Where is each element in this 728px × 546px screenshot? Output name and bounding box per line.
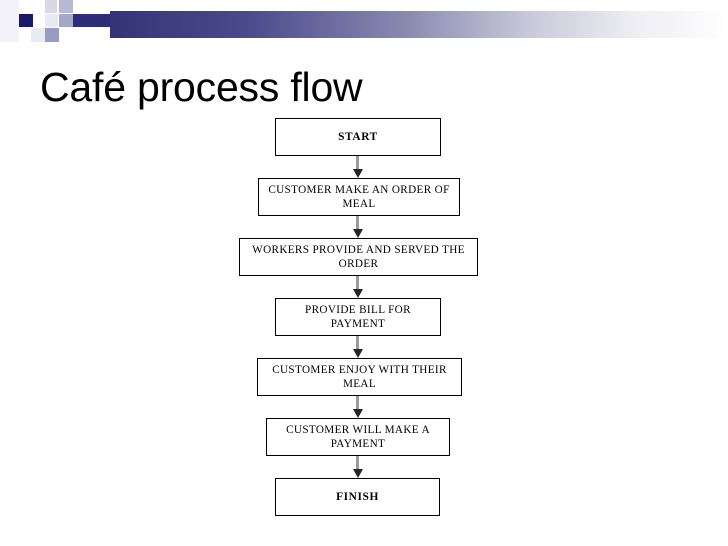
flow-node-serve: WORKERS PROVIDE AND SERVED THE ORDER: [239, 238, 478, 276]
square-medium-lower: [45, 28, 59, 42]
square-medium-upper: [59, 0, 73, 13]
square-medium-mid: [59, 14, 73, 27]
square-dark-small: [19, 14, 33, 27]
flow-connector-payment-to-finish: [356, 456, 359, 469]
process-flow-diagram: START CUSTOMER MAKE AN ORDER OF MEAL WORKE…: [0, 112, 728, 532]
flow-connector-start-to-order: [356, 156, 359, 169]
flow-node-start: START: [275, 118, 441, 156]
flow-node-label-order: CUSTOMER MAKE AN ORDER OF MEAL: [268, 184, 450, 210]
square-pale-left: [31, 28, 45, 42]
square-navy-right: [73, 14, 110, 27]
square-light-outline: [45, 14, 58, 27]
flow-connector-order-to-serve: [356, 216, 359, 229]
flow-node-label-finish: FINISH: [336, 491, 379, 503]
flow-node-label-start: START: [338, 131, 378, 143]
flow-node-payment: CUSTOMER WILL MAKE A PAYMENT: [266, 418, 450, 456]
flow-connector-enjoy-to-payment: [356, 396, 359, 409]
flow-node-label-bill: PROVIDE BILL FOR PAYMENT: [305, 304, 411, 330]
page-title: Café process flow: [40, 64, 363, 110]
flow-connector-bill-to-enjoy: [356, 336, 359, 349]
flow-node-label-enjoy: CUSTOMER ENJOY WITH THEIR MEAL: [272, 364, 447, 390]
header-gradient-band: [110, 11, 728, 38]
square-pale-upper: [45, 0, 57, 13]
square-fade-left-edge: [0, 0, 19, 42]
flow-node-label-serve: WORKERS PROVIDE AND SERVED THE ORDER: [252, 244, 465, 270]
flow-node-label-payment: CUSTOMER WILL MAKE A PAYMENT: [286, 424, 430, 450]
flow-node-enjoy: CUSTOMER ENJOY WITH THEIR MEAL: [257, 358, 462, 396]
flow-node-order: CUSTOMER MAKE AN ORDER OF MEAL: [258, 178, 460, 216]
flow-node-bill: PROVIDE BILL FOR PAYMENT: [275, 298, 441, 336]
flow-node-finish: FINISH: [275, 478, 440, 516]
flow-connector-serve-to-bill: [356, 276, 359, 289]
